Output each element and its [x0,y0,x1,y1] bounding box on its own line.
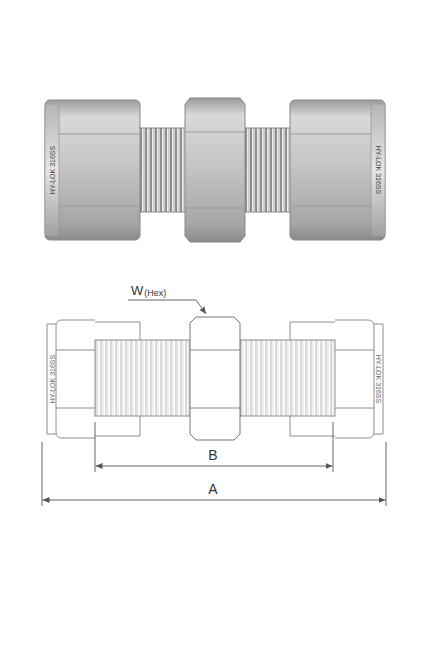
shaded-fitting [45,98,385,242]
dimension-label: W [131,284,143,297]
dimension-label: B [208,448,217,462]
dimension-lines [42,300,386,506]
brand-marking: HY-LOK 316SS [49,355,56,403]
brand-marking: HY-LOK 316SS [375,146,382,194]
outline-drawing [47,317,383,440]
dimension-label: A [208,482,217,496]
dimension-label: (Hex) [144,289,166,298]
brand-marking: HY-LOK 316SS [375,355,382,403]
brand-marking: HY-LOK 316SS [49,146,56,194]
